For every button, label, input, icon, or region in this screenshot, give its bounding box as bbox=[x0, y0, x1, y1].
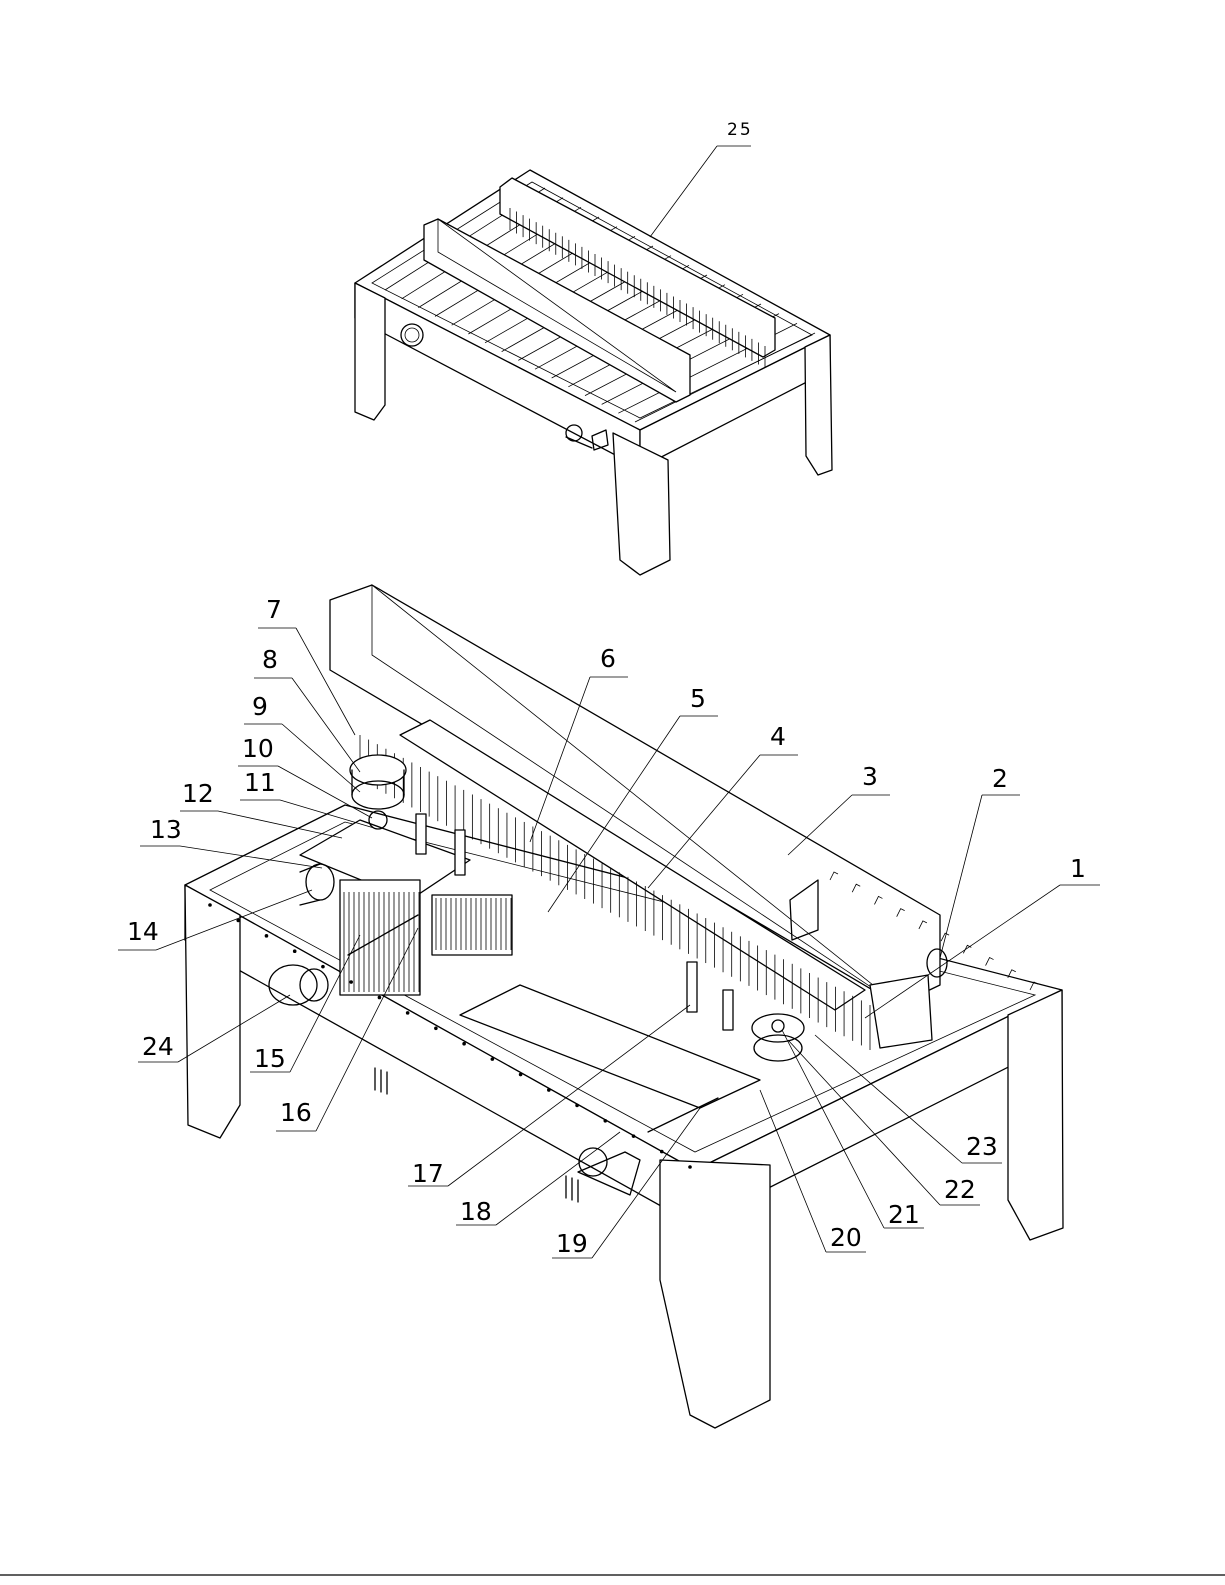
svg-text:21: 21 bbox=[888, 1200, 920, 1229]
svg-text:17: 17 bbox=[412, 1159, 444, 1188]
svg-text:18: 18 bbox=[460, 1197, 492, 1226]
rear-left-leg bbox=[355, 283, 385, 420]
idler-pulley bbox=[752, 1014, 804, 1042]
svg-text:7: 7 bbox=[266, 595, 282, 624]
assembled-machine-view bbox=[355, 170, 832, 575]
drive-mechanism-view bbox=[185, 585, 1063, 1428]
svg-text:14: 14 bbox=[127, 917, 159, 946]
tension-block bbox=[870, 975, 932, 1048]
callout-2: 2 bbox=[940, 764, 1020, 958]
callout-25: 25 bbox=[650, 120, 753, 237]
left-motor bbox=[340, 880, 420, 995]
lower-right-leg bbox=[1008, 990, 1063, 1240]
rear-right-leg bbox=[805, 335, 832, 475]
lower-left-leg bbox=[185, 885, 240, 1138]
svg-text:24: 24 bbox=[142, 1032, 174, 1061]
lower-front-leg bbox=[660, 1160, 770, 1428]
callout-3: 3 bbox=[788, 762, 890, 855]
svg-text:11: 11 bbox=[244, 768, 276, 797]
svg-text:8: 8 bbox=[262, 645, 278, 674]
svg-text:4: 4 bbox=[770, 722, 786, 751]
svg-text:19: 19 bbox=[556, 1229, 588, 1258]
svg-text:16: 16 bbox=[280, 1098, 312, 1127]
svg-text:9: 9 bbox=[252, 692, 268, 721]
svg-text:23: 23 bbox=[966, 1132, 998, 1161]
svg-text:22: 22 bbox=[944, 1175, 976, 1204]
svg-text:10: 10 bbox=[242, 734, 274, 763]
right-motor bbox=[432, 895, 512, 955]
svg-text:12: 12 bbox=[182, 779, 214, 808]
svg-text:13: 13 bbox=[150, 815, 182, 844]
svg-text:25: 25 bbox=[727, 120, 753, 140]
svg-text:2: 2 bbox=[992, 764, 1008, 793]
svg-text:15: 15 bbox=[254, 1044, 286, 1073]
svg-text:6: 6 bbox=[600, 644, 616, 673]
svg-text:5: 5 bbox=[690, 684, 706, 713]
svg-text:1: 1 bbox=[1070, 854, 1086, 883]
svg-text:20: 20 bbox=[830, 1223, 862, 1252]
svg-text:3: 3 bbox=[862, 762, 878, 791]
